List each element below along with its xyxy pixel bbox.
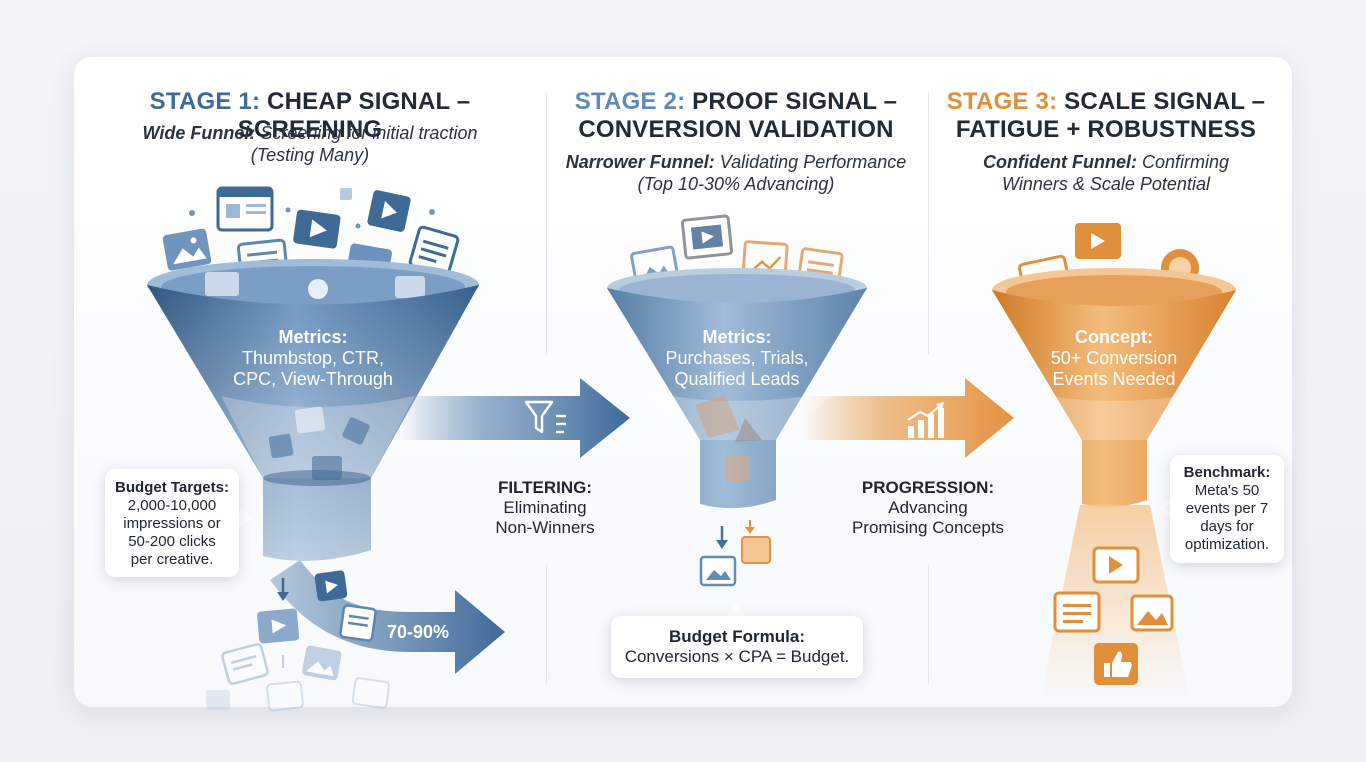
stage1-title: STAGE 1: CHEAP SIGNAL – SCREENING — [80, 88, 540, 144]
stage1-output-percent: 70-90% — [387, 622, 449, 642]
stage3-callout-pointer — [1158, 498, 1172, 518]
stage1-subtitle-rest: Screening for initial traction — [260, 123, 478, 143]
column-divider-2-lower — [928, 565, 929, 685]
stage3-funnel-line1: 50+ Conversion — [1051, 348, 1178, 368]
stage2-budget-callout: Budget Formula: Conversions × CPA = Budg… — [611, 616, 863, 678]
stage3-label: STAGE 3: — [946, 88, 1058, 115]
progression-title: PROGRESSION: — [861, 478, 995, 497]
stage1-callout-line: 50-200 clicks — [128, 533, 216, 550]
filtering-line1: Eliminating — [503, 498, 587, 517]
stage1-funnel-line2: CPC, View-Through — [233, 369, 393, 389]
stage2-items-bottom — [699, 520, 771, 587]
stage2-label: STAGE 2: — [574, 88, 686, 115]
stage2-funnel-line1: Purchases, Trials, — [665, 348, 808, 368]
stage2-subtitle-rest: Validating Performance — [719, 152, 907, 172]
stage2-subtitle: Narrower Funnel: Validating Performance … — [556, 151, 916, 195]
stage3-items-bottom — [1053, 546, 1174, 685]
filter-icon — [524, 400, 566, 434]
filtering-line2: Non-Winners — [495, 518, 595, 537]
stage3-funnel-title: Concept: — [1075, 327, 1153, 347]
stage3-subtitle-bold: Confident Funnel: — [982, 152, 1137, 172]
stage2-title: STAGE 2: PROOF SIGNAL – CONVERSION VALID… — [556, 88, 916, 144]
bar-chart-trend-icon — [907, 402, 944, 438]
filtering-title: FILTERING: — [497, 478, 593, 497]
stage1-callout-line: 2,000-10,000 — [127, 497, 217, 514]
stage2-funnel-title: Metrics: — [702, 327, 771, 347]
stage3-callout-line: days for — [1200, 518, 1254, 535]
stage2-callout-line: Conversions × CPA = Budget. — [624, 647, 850, 666]
filtering-label: FILTERING: Eliminating Non-Winners — [470, 478, 620, 538]
stage3-callout-title: Benchmark: — [1183, 464, 1271, 481]
stage2-subtitle-line2: (Top 10-30% Advancing) — [637, 174, 835, 194]
stage3-subtitle-rest: Confirming — [1141, 152, 1229, 172]
stage1-subtitle-line2: (Testing Many) — [250, 145, 370, 165]
stage1-title-text: CHEAP SIGNAL – SCREENING — [237, 88, 471, 143]
stage2-funnel: Metrics: Purchases, Trials, Qualified Le… — [607, 214, 867, 587]
progression-line1: Advancing — [888, 498, 968, 517]
stage1-funnel-line1: Thumbstop, CTR, — [242, 348, 384, 368]
stage2-title-line1: PROOF SIGNAL – — [692, 88, 898, 115]
progression-line2: Promising Concepts — [851, 518, 1005, 537]
stage1-funnel: Metrics: Thumbstop, CTR, CPC, View-Throu… — [147, 186, 479, 712]
stage2-callout-pointer — [726, 604, 746, 616]
stage1-label: STAGE 1: — [149, 88, 261, 115]
stage1-callout-line: per creative. — [130, 551, 214, 568]
stage1-subtitle-bold: Wide Funnel: — [142, 123, 256, 143]
stage2-title-line2: CONVERSION VALIDATION — [578, 116, 894, 143]
stage3-benchmark-callout: Benchmark: Meta's 50 events per 7 days f… — [1170, 455, 1284, 563]
stage3-funnel-line2: Events Needed — [1052, 369, 1175, 389]
stage1-callout-title: Budget Targets: — [115, 479, 229, 496]
stage3-title-line2: FATIGUE + ROBUSTNESS — [955, 116, 1257, 143]
column-divider-1-lower — [546, 565, 547, 685]
stage3-title: STAGE 3: SCALE SIGNAL – FATIGUE + ROBUST… — [936, 88, 1276, 144]
progression-label: PROGRESSION: Advancing Promising Concept… — [840, 478, 1016, 538]
stage3-subtitle: Confident Funnel: Confirming Winners & S… — [946, 151, 1266, 195]
stage3-title-line1: SCALE SIGNAL – — [1064, 88, 1266, 115]
stage1-budget-callout: Budget Targets: 2,000-10,000 impressions… — [105, 469, 239, 577]
stage2-callout-title: Budget Formula: — [669, 627, 805, 646]
stage1-subtitle: Wide Funnel: Screening for initial tract… — [100, 122, 520, 166]
filtering-arrow — [400, 378, 630, 458]
stage3-funnel: Concept: 50+ Conversion Events Needed — [992, 223, 1236, 700]
column-divider-1 — [546, 92, 547, 354]
progression-arrow — [800, 378, 1014, 458]
stage2-subtitle-bold: Narrower Funnel: — [565, 152, 715, 172]
stage1-callout-line: impressions or — [123, 515, 221, 532]
stage3-callout-line: events per 7 — [1185, 500, 1269, 517]
stage2-funnel-line2: Qualified Leads — [674, 369, 799, 389]
stage1-funnel-title: Metrics: — [278, 327, 347, 347]
column-divider-2 — [928, 92, 929, 354]
stage3-callout-line: Meta's 50 — [1194, 482, 1260, 499]
stage1-falling-items — [206, 570, 390, 712]
stage3-callout-line: optimization. — [1184, 536, 1270, 553]
stage1-output-arrow — [270, 560, 505, 674]
stage3-subtitle-line2: Winners & Scale Potential — [1002, 174, 1210, 194]
stage1-callout-pointer — [238, 508, 254, 528]
